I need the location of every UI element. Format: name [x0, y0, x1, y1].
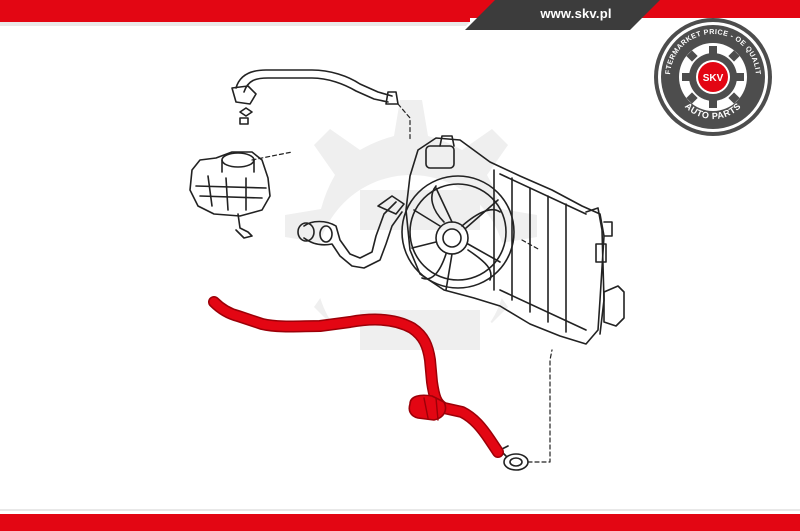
radiator-fan-assembly	[401, 135, 625, 345]
expansion-tank	[189, 151, 271, 239]
highlighted-radiator-hose	[208, 296, 504, 458]
website-label: www.skv.pl	[540, 6, 612, 21]
gear-icon	[682, 46, 744, 108]
skv-logo-badge: SKV AFTERMARKET PRICE - OE QUALITY AUTO …	[652, 16, 772, 136]
footer-bar	[0, 514, 800, 531]
bleed-hose	[231, 69, 399, 125]
logo-center-text: SKV	[703, 73, 724, 84]
leader-lines	[251, 103, 553, 463]
hose-clamp	[499, 445, 529, 471]
upper-radiator-hose	[297, 195, 405, 269]
header-bar: www.skv.pl	[0, 0, 800, 34]
footer-divider	[0, 509, 800, 511]
